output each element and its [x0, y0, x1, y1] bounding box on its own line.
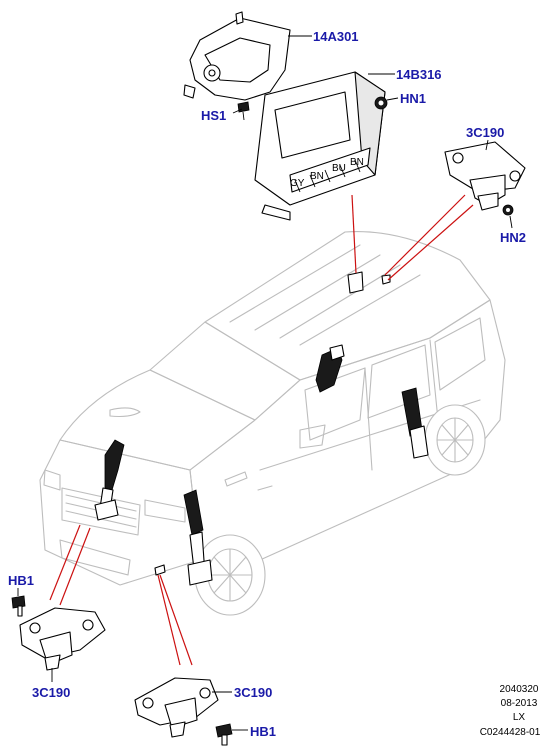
height-sensor-front-left [11, 588, 106, 682]
front-air-spring-left [94, 439, 125, 521]
callout-hn2: HN2 [500, 230, 526, 245]
callout-14a301: 14A301 [313, 29, 359, 44]
height-sensor-top [444, 139, 526, 229]
callout-hs1: HS1 [201, 108, 226, 123]
callout-3c190-bottom: 3C190 [234, 685, 272, 700]
reference-illustration-code: C0244428-01 [480, 727, 541, 738]
reference-date: 08-2013 [501, 698, 538, 709]
svg-text:BN: BN [350, 157, 364, 168]
indicator-lines [49, 194, 474, 666]
svg-text:BU: BU [332, 163, 346, 174]
callout-hb1-left: HB1 [8, 573, 34, 588]
callout-hn1: HN1 [400, 91, 426, 106]
svg-text:GY: GY [290, 178, 305, 189]
svg-text:BN: BN [310, 171, 324, 182]
callout-3c190-top: 3C190 [466, 125, 504, 140]
roof-connector [347, 271, 391, 294]
reference-model: LX [513, 712, 526, 723]
callout-3c190-left: 3C190 [32, 685, 70, 700]
height-sensor-front-right [134, 677, 248, 746]
rear-air-springs [315, 344, 429, 459]
sensor-markers [154, 564, 166, 576]
front-air-spring-right [183, 489, 213, 586]
reference-number: 2040320 [500, 684, 539, 695]
callout-hb1-bottom: HB1 [250, 724, 276, 739]
callout-14b316: 14B316 [396, 67, 442, 82]
air-suspension-control-module: GY BN BU BN [183, 11, 399, 221]
vehicle-outline [39, 231, 506, 616]
